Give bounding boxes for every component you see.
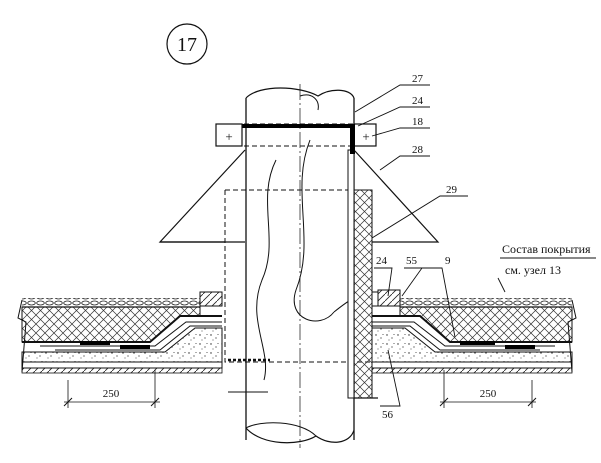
callouts — [354, 84, 506, 407]
dimension-left-value: 250 — [103, 388, 120, 400]
membrane-right — [372, 315, 572, 343]
note-line-2: см. узел 13 — [505, 263, 561, 277]
callout-18: 18 — [412, 116, 424, 128]
clamp-band — [236, 124, 354, 128]
node-number-text: 17 — [177, 34, 197, 56]
note-line-1: Состав покрытия — [502, 242, 591, 256]
gravel-layer-right — [400, 298, 572, 307]
pipe-insulation-sleeve — [347, 149, 378, 399]
dimension-right: 250 — [439, 370, 537, 408]
protective-cone — [158, 149, 440, 243]
gravel-layer-left — [22, 298, 200, 307]
dimension-left: 250 — [63, 370, 160, 408]
callout-labels: 27 24 18 28 29 24 55 9 56 — [376, 73, 458, 421]
roof-composition-note: Состав покрытия см. узел 13 — [500, 242, 596, 277]
roof-section-left — [17, 291, 223, 374]
node-number-badge: 17 — [166, 23, 208, 65]
slab-left — [21, 361, 223, 369]
callout-27: 27 — [412, 73, 424, 85]
callout-28: 28 — [412, 144, 424, 156]
callout-29: 29 — [446, 184, 458, 196]
roof-section-right — [371, 289, 577, 374]
node-number-circle — [166, 23, 208, 65]
upstand-left — [199, 291, 223, 307]
callout-56: 56 — [382, 409, 394, 421]
callout-55: 55 — [406, 255, 418, 267]
insulation-right — [399, 306, 573, 343]
callout-9: 9 — [445, 255, 451, 267]
dimension-right-value: 250 — [480, 388, 497, 400]
clamp-bolt-left: + — [225, 129, 232, 144]
insulation-left — [21, 306, 201, 343]
pipe — [228, 84, 355, 448]
slab-right — [371, 361, 573, 369]
callout-24-top: 24 — [412, 95, 424, 107]
callout-24-low: 24 — [376, 255, 388, 267]
upstand-right — [377, 289, 401, 307]
clamp-ear-left — [215, 123, 243, 147]
pipe-clamp: + + — [215, 123, 377, 154]
clamp-bolt-right: + — [362, 129, 369, 144]
